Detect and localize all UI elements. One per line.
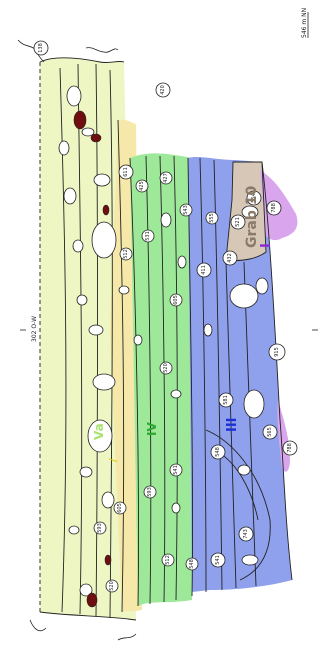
grab-label: Grab 10 [244, 186, 260, 248]
svg-text:543: 543 [183, 205, 189, 215]
find-605: 605 [169, 293, 183, 307]
svg-text:605: 605 [173, 295, 179, 305]
find-138: 138 [33, 40, 49, 56]
svg-text:581: 581 [223, 395, 229, 405]
svg-text:565: 565 [267, 427, 273, 437]
find-565: 565 [262, 424, 278, 440]
find-788-top: 788 [266, 200, 282, 216]
svg-text:915: 915 [274, 347, 280, 357]
find-555: 555 [205, 211, 219, 225]
svg-text:548: 548 [215, 447, 221, 457]
find-520-b: 520 [105, 579, 119, 593]
svg-text:420: 420 [160, 85, 166, 95]
svg-text:411: 411 [201, 265, 207, 275]
svg-text:432: 432 [227, 253, 233, 263]
stones [58, 85, 269, 597]
svg-text:743: 743 [243, 529, 249, 539]
find-512: 512 [119, 247, 133, 261]
find-512-b: 512 [161, 553, 175, 567]
find-427: 427 [159, 171, 173, 185]
layer-V-label: Va [92, 423, 106, 440]
find-611: 611 [118, 164, 134, 180]
excavation-bottom-edge [29, 619, 137, 641]
svg-text:425: 425 [139, 181, 145, 191]
layer-III-fill [188, 157, 292, 592]
svg-text:512: 512 [123, 249, 129, 259]
find-593: 593 [143, 485, 157, 499]
find-markers: 138 420 611 425 427 554 543 555 521 788 … [33, 40, 298, 593]
svg-text:531: 531 [145, 231, 151, 241]
find-548-b: 548 [185, 557, 199, 571]
svg-text:554: 554 [251, 193, 257, 203]
find-543: 543 [179, 203, 193, 217]
svg-text:427: 427 [163, 173, 169, 183]
svg-text:593: 593 [147, 487, 153, 497]
svg-text:541: 541 [173, 465, 179, 475]
layer-III-label: III [225, 417, 240, 432]
layer-yellow-mark: / [108, 458, 119, 462]
find-520: 520 [159, 361, 173, 375]
layer-IV-label: IV [145, 422, 159, 436]
find-743: 743 [238, 526, 254, 542]
find-411: 411 [196, 262, 212, 278]
find-581: 581 [218, 392, 234, 408]
svg-text:512: 512 [165, 555, 171, 565]
find-788-bottom: 788 [282, 440, 298, 456]
svg-text:605: 605 [117, 503, 123, 513]
find-605-b: 605 [113, 501, 127, 515]
svg-text:521: 521 [235, 217, 241, 227]
svg-text:611: 611 [123, 167, 129, 177]
find-548: 548 [210, 444, 226, 460]
layer-I-label: I [259, 243, 274, 248]
find-531: 531 [141, 229, 155, 243]
find-593-b: 593 [93, 521, 107, 535]
svg-text:520: 520 [109, 581, 115, 591]
svg-text:788: 788 [287, 443, 293, 453]
find-541-b: 541 [210, 552, 226, 568]
svg-text:541: 541 [215, 555, 221, 565]
svg-text:788: 788 [271, 203, 277, 213]
find-541: 541 [169, 463, 183, 477]
elevation-label: 546 m NN [301, 8, 308, 38]
profile-id: 302 O-W [31, 316, 38, 342]
find-554: 554 [246, 190, 262, 206]
find-432: 432 [222, 250, 238, 266]
svg-text:520: 520 [163, 363, 169, 373]
svg-text:138: 138 [38, 43, 44, 53]
find-425: 425 [135, 179, 149, 193]
find-915: 915 [268, 343, 286, 361]
dark-stones [73, 110, 112, 608]
svg-text:555: 555 [209, 213, 215, 223]
svg-text:593: 593 [97, 523, 103, 533]
find-420: 420 [155, 82, 171, 98]
find-521: 521 [230, 214, 246, 230]
svg-text:548: 548 [189, 559, 195, 569]
